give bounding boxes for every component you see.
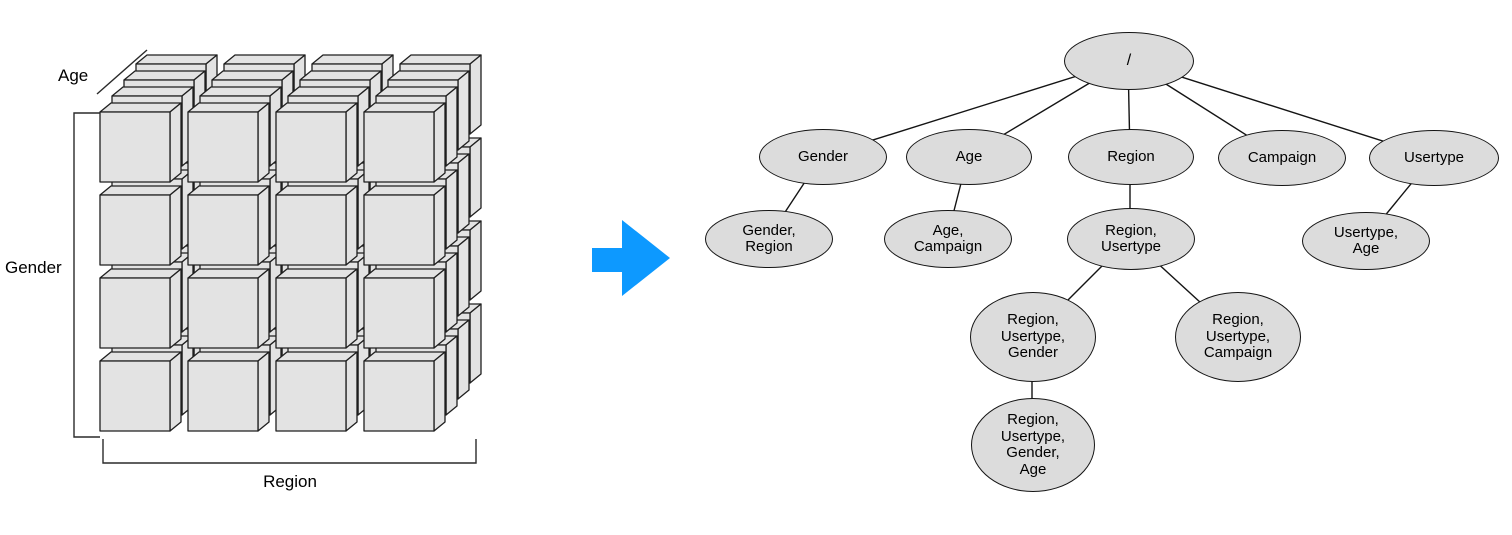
cube-cell (187, 102, 270, 113)
tree-node-usertype-age: Usertype, Age (1302, 212, 1430, 270)
tree-node-region-usertype: Region, Usertype (1067, 208, 1195, 270)
cube-cell (457, 236, 470, 317)
cube-cell (99, 360, 171, 432)
cube-cell (433, 268, 446, 349)
cube-cell (275, 268, 358, 279)
cube-cell (399, 54, 482, 65)
cube-cell (257, 102, 270, 183)
cube-cell (287, 86, 370, 97)
cube-cell (457, 319, 470, 400)
age-axis-line (96, 49, 148, 95)
cube-cell (345, 351, 358, 432)
cube-cell (99, 111, 171, 183)
cube-cell (169, 102, 182, 183)
cube-cell (275, 351, 358, 362)
cube-cell (123, 70, 206, 81)
cube-cell (363, 102, 446, 113)
cube-cell (187, 277, 259, 349)
cube-cell (99, 277, 171, 349)
cube-cell (433, 185, 446, 266)
cube-cell (275, 185, 358, 196)
tree-node-region-usertype-gender: Region, Usertype, Gender (970, 292, 1096, 382)
cube-cell (99, 268, 182, 279)
data-cube (99, 54, 482, 432)
cube-cell (257, 268, 270, 349)
cube-cell (457, 153, 470, 234)
cube-cell (187, 194, 259, 266)
tree-node-region-usertype-campaign: Region, Usertype, Campaign (1175, 292, 1301, 382)
tree-node-gender: Gender (759, 129, 887, 185)
cube-cell (469, 303, 482, 384)
tree-node-age-campaign: Age, Campaign (884, 210, 1012, 268)
cube-cell (187, 185, 270, 196)
tree-node-age: Age (906, 129, 1032, 185)
region-axis-label: Region (263, 472, 317, 491)
cube-cell (275, 194, 347, 266)
cube-cell (223, 54, 306, 65)
cube-cell (375, 86, 458, 97)
cube-cell (275, 277, 347, 349)
tree-node-campaign: Campaign (1218, 130, 1346, 186)
cube-cell (345, 268, 358, 349)
cube-cell (111, 86, 194, 97)
cube-cell (469, 54, 482, 135)
cube-cell (99, 102, 182, 113)
cube-cell (445, 169, 458, 250)
cube-cell (363, 268, 446, 279)
cube-cell (469, 220, 482, 301)
cube-cell (311, 54, 394, 65)
cube-cell (445, 252, 458, 333)
cube-cell (169, 268, 182, 349)
region-axis-bracket (102, 439, 477, 464)
cube-cell (187, 111, 259, 183)
cube-cell (211, 70, 294, 81)
cube-cell (445, 335, 458, 416)
gender-axis-label: Gender (5, 258, 62, 277)
cube-cell (99, 351, 182, 362)
cube-cell (99, 194, 171, 266)
cube-cell (433, 102, 446, 183)
tree-node-root: / (1064, 32, 1194, 90)
cube-cell (345, 185, 358, 266)
tree-node-region: Region (1068, 129, 1194, 185)
cube-cell (445, 86, 458, 167)
cube-cell (345, 102, 358, 183)
cube-cell (387, 70, 470, 81)
transform-arrow-icon (592, 220, 670, 296)
cube-cell (363, 277, 435, 349)
tree-node-gender-region: Gender, Region (705, 210, 833, 268)
cube-cell (363, 194, 435, 266)
cube-cell (187, 268, 270, 279)
cube-cell (257, 185, 270, 266)
cube-cell (469, 137, 482, 218)
cube-cell (363, 185, 446, 196)
cube-cell (275, 360, 347, 432)
cube-cell (363, 351, 446, 362)
gender-axis-bracket (73, 112, 100, 438)
cube-cell (275, 102, 358, 113)
cube-cell (187, 351, 270, 362)
cube-cell (169, 351, 182, 432)
cube-cell (457, 70, 470, 151)
cube-cell (299, 70, 382, 81)
cube-cell (433, 351, 446, 432)
cube-cell (257, 351, 270, 432)
cube-cell (99, 185, 182, 196)
cube-cell (187, 360, 259, 432)
tree-node-region-usertype-gender-age: Region, Usertype, Gender, Age (971, 398, 1095, 492)
tree-node-usertype: Usertype (1369, 130, 1499, 186)
cube-cell (135, 54, 218, 65)
cube-cell (169, 185, 182, 266)
cube-cell (363, 111, 435, 183)
cube-cell (275, 111, 347, 183)
cube-cell (199, 86, 282, 97)
cube-cell (363, 360, 435, 432)
age-axis-label: Age (58, 66, 89, 85)
